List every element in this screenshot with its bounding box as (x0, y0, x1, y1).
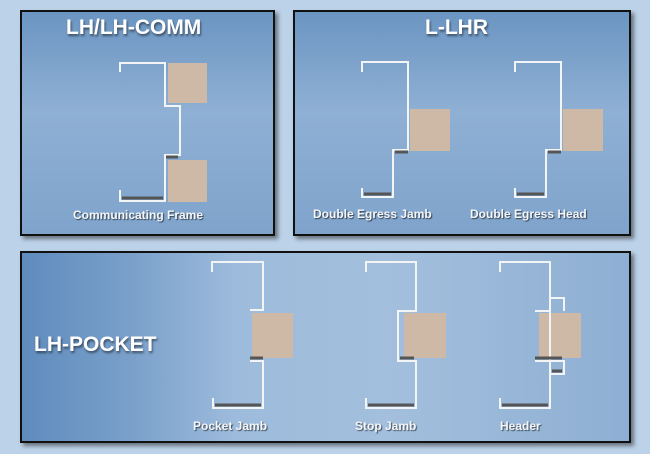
caption-header: Header (500, 419, 541, 433)
double-egress-head-profile (514, 61, 603, 198)
caption-stop-jamb: Stop Jamb (355, 419, 417, 433)
panel-title: LH/LH-COMM (66, 16, 202, 39)
pocket-jamb-profile (211, 261, 293, 409)
panel-lh-pocket (20, 251, 631, 443)
panel-title: L-LHR (425, 16, 488, 39)
panel-title: LH-POCKET (34, 333, 157, 356)
caption-communicating-frame: Communicating Frame (73, 208, 204, 222)
communicating-frame-profile (119, 62, 207, 202)
double-egress-jamb-profile (361, 61, 450, 198)
stop-jamb-profile (365, 261, 446, 409)
caption-double-egress-head: Double Egress Head (470, 207, 587, 221)
caption-pocket-jamb: Pocket Jamb (193, 419, 268, 433)
header-profile (499, 261, 581, 409)
caption-double-egress-jamb: Double Egress Jamb (313, 207, 432, 221)
